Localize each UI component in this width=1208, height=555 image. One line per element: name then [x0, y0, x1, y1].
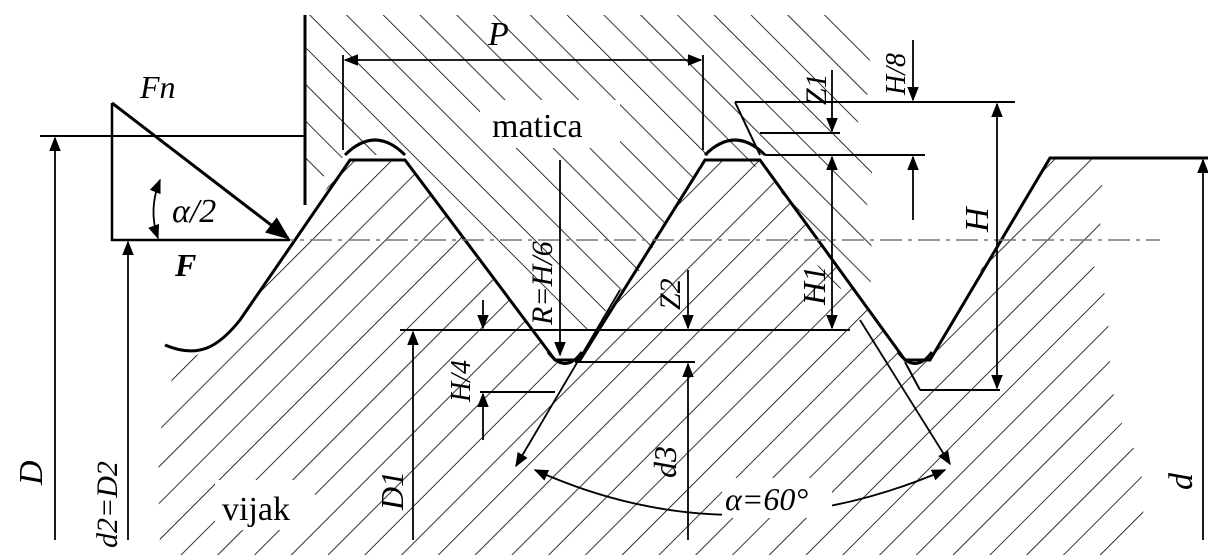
nut-root-round-right [703, 138, 767, 157]
minor-diam-bolt-label: d3 [647, 446, 683, 478]
pitch-diam-label: d2=D2 [91, 461, 124, 548]
z2-label: Z2 [654, 278, 687, 310]
angle-leg-right [859, 319, 951, 466]
bolt-root-round-2 [896, 351, 934, 365]
normal-force-arrow [111, 101, 290, 240]
bolt-label-bg [215, 480, 315, 530]
minor-diam-nut-label: D1 [374, 471, 410, 511]
height-label: H [959, 205, 996, 233]
bolt-root-round-1 [546, 351, 584, 365]
ref-sharp-left [734, 101, 761, 156]
h4-label: H/4 [446, 360, 477, 403]
normal-force-label: Fn [139, 69, 176, 105]
h8-label: H/8 [881, 53, 912, 96]
bolt-label: vijak [222, 491, 290, 528]
thread-angle-label: α=60° [725, 481, 808, 517]
half-angle-arc [148, 178, 161, 240]
angle-leg-left [515, 289, 621, 468]
h1-label: H1 [796, 266, 832, 306]
ref-sharp-right [904, 361, 921, 391]
nut-label-bg [480, 100, 620, 148]
half-angle-label: α/2 [172, 193, 216, 230]
z1-label: Z1 [800, 73, 833, 105]
axial-force-label: F [174, 247, 196, 283]
nut-label: matica [492, 108, 583, 145]
bolt-thread-profile [164, 156, 1208, 362]
bolt-hatch-region [158, 158, 1144, 555]
radius-label: R=H/6 [526, 241, 559, 326]
nut-hatch-region [305, 15, 873, 330]
nut-root-round-left [343, 138, 407, 157]
major-diam-nut-label: D [13, 460, 50, 486]
major-diam-bolt-label: d [1163, 472, 1200, 490]
pitch-label: P [487, 16, 509, 53]
angle-label-bg [722, 478, 832, 518]
force-triangle [110, 103, 290, 242]
